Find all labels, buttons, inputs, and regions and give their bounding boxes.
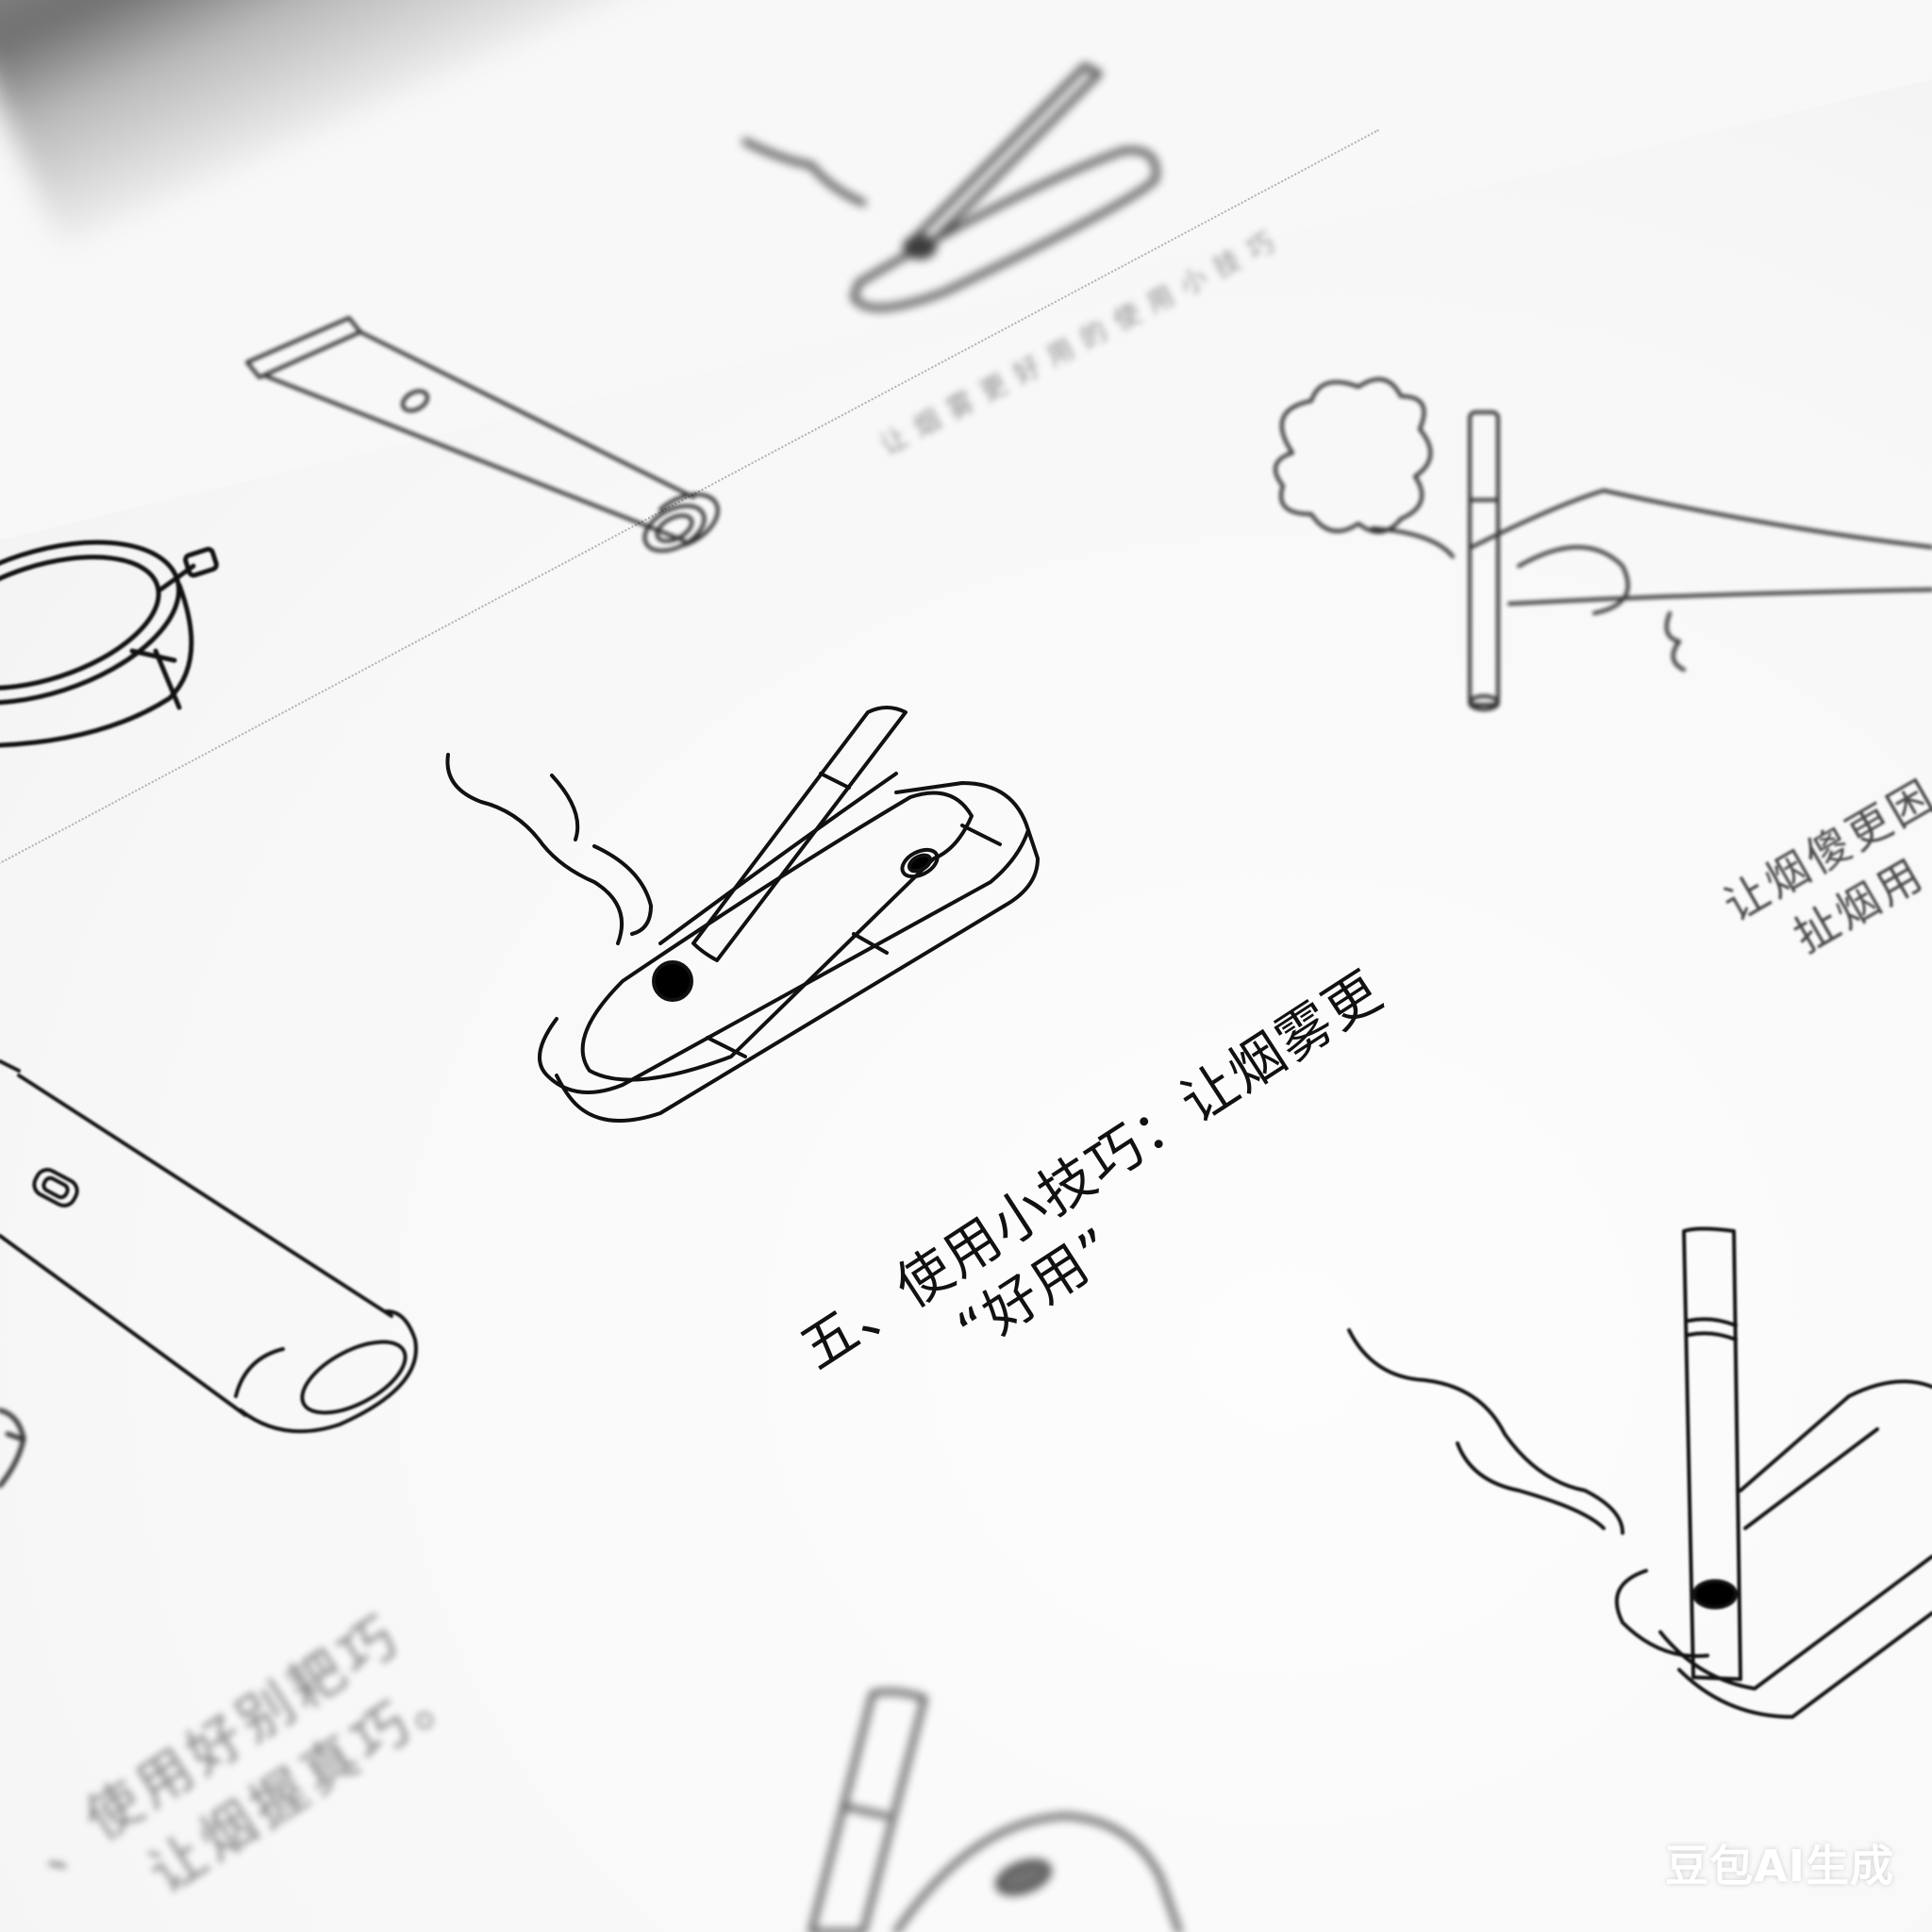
round-device-icon <box>0 540 219 748</box>
cigarette-upright-device-icon <box>1347 1226 1932 1719</box>
cylinder-device-icon-large <box>0 1059 418 1434</box>
cigarette-device-icon-top <box>741 62 1160 311</box>
cigarette-device-icon-bottom <box>808 1689 1182 1932</box>
cigarette-device-icon-center <box>445 706 1040 1123</box>
cloud-smoke-device-icon <box>1274 377 1932 711</box>
ai-watermark: 豆包AI生成 <box>1665 1840 1894 1891</box>
cylinder-device-icon <box>245 316 720 553</box>
partial-device-icon <box>0 1407 26 1489</box>
